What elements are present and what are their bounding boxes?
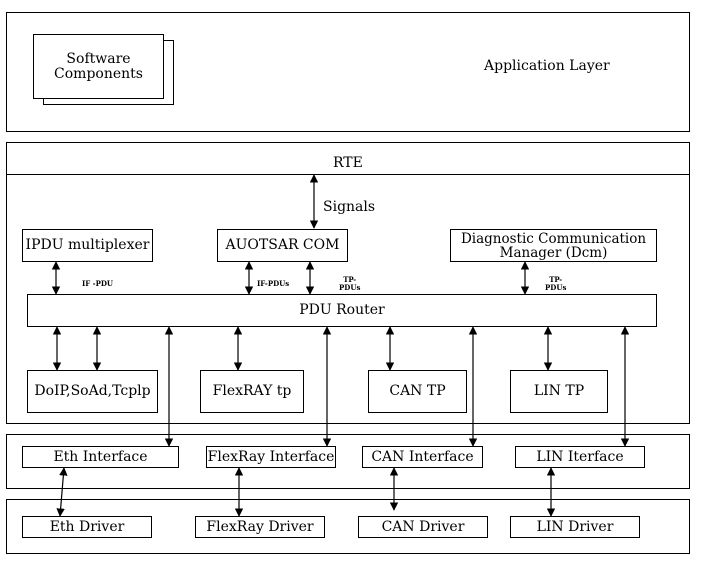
lin-driver: LIN Driver — [510, 516, 640, 538]
soad-module: DoIP,SoAd,Tcplp — [27, 370, 158, 413]
eth-interface: Eth Interface — [22, 446, 179, 468]
autosar-com-label: AUOTSAR COM — [225, 237, 340, 253]
flexray-driver-label: FlexRay Driver — [206, 518, 314, 535]
dcm: Diagnostic Communication Manager (Dcm) — [450, 229, 657, 262]
rte-divider — [6, 174, 690, 175]
dcm-label: Diagnostic Communication Manager (Dcm) — [460, 230, 647, 261]
soad-label: DoIP,SoAd,Tcplp — [34, 383, 151, 399]
flexray-interface: FlexRay Interface — [206, 446, 336, 468]
can-interface-label: CAN Interface — [371, 448, 474, 465]
ipdu-multiplexer-label: IPDU multiplexer — [25, 237, 150, 253]
tp-pdus-com-label: TP- PDUs — [339, 275, 361, 292]
driver-layer — [6, 499, 690, 554]
lin-tp: LIN TP — [510, 370, 608, 413]
can-tp: CAN TP — [368, 370, 467, 413]
pdu-router-label: PDU Router — [299, 302, 385, 318]
flexray-tp-label: FlexRAY tp — [212, 383, 292, 399]
eth-driver-label: Eth Driver — [49, 518, 125, 535]
application-layer-label: Application Layer — [484, 58, 610, 74]
lin-driver-label: LIN Driver — [536, 518, 614, 535]
if-pdus-label: IF-PDUs — [257, 279, 290, 288]
signals-label: Signals — [323, 199, 376, 215]
flexray-tp: FlexRAY tp — [200, 370, 304, 413]
arrow-eth-if-driver — [56, 467, 68, 517]
interface-layer — [6, 434, 690, 489]
software-components-label: Software Components — [54, 50, 143, 82]
can-driver-label: CAN Driver — [381, 518, 465, 535]
ipdu-multiplexer: IPDU multiplexer — [22, 229, 153, 262]
bsw-layer — [6, 142, 690, 424]
eth-driver: Eth Driver — [22, 516, 152, 538]
tp-pdus-dcm-label: TP- PDUs — [545, 275, 567, 292]
application-layer — [6, 12, 690, 132]
flexray-driver: FlexRay Driver — [195, 516, 325, 538]
can-driver: CAN Driver — [358, 516, 488, 538]
eth-interface-label: Eth Interface — [53, 448, 148, 465]
flexray-interface-label: FlexRay Interface — [207, 448, 335, 465]
software-components: Software Components — [33, 34, 164, 99]
if-pdu-label: IF -PDU — [82, 279, 114, 288]
can-interface: CAN Interface — [362, 446, 483, 468]
lin-interface-label: LIN Iterface — [536, 448, 624, 465]
rte-label: RTE — [333, 155, 363, 171]
lin-tp-label: LIN TP — [533, 383, 585, 399]
autosar-com: AUOTSAR COM — [217, 229, 348, 262]
can-tp-label: CAN TP — [389, 383, 446, 399]
lin-interface: LIN Iterface — [515, 446, 645, 468]
pdu-router: PDU Router — [27, 294, 657, 327]
